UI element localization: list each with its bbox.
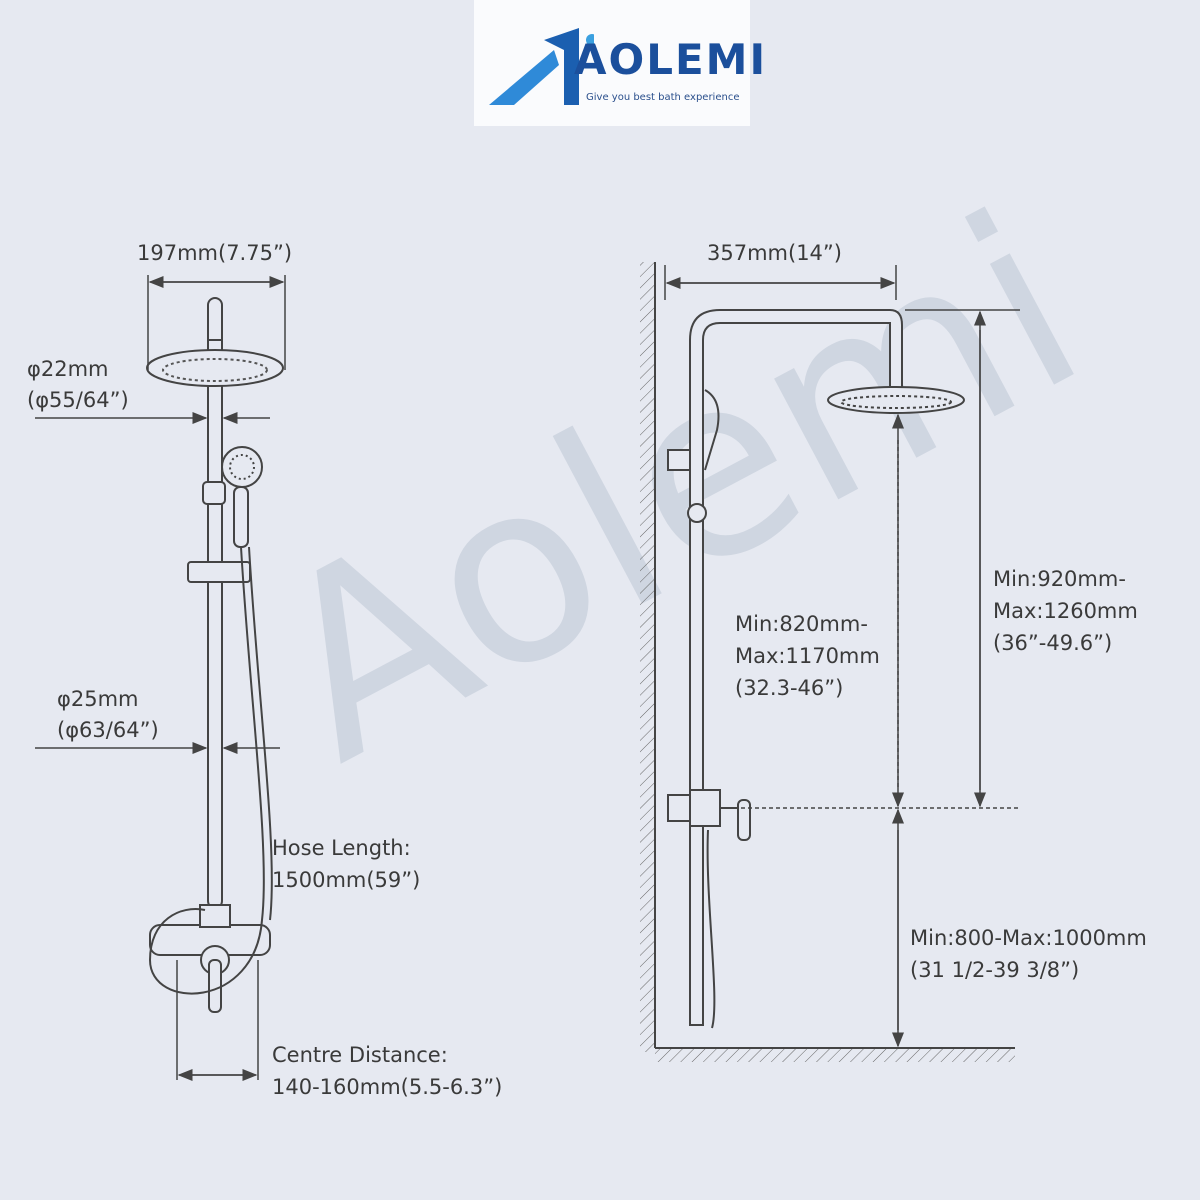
head-height-max: Max:1260mm bbox=[993, 599, 1138, 623]
centre-distance-value: 140-160mm(5.5-6.3”) bbox=[272, 1075, 503, 1099]
front-view-drawing bbox=[146, 297, 284, 1013]
mixer-height-in: (31 1/2-39 3/8”) bbox=[910, 958, 1080, 982]
head-height-in: (36”-49.6”) bbox=[993, 631, 1113, 655]
slide-height-in: (32.3-46”) bbox=[735, 676, 844, 700]
pipe-top-diameter-in: (φ55/64”) bbox=[27, 388, 129, 412]
logo-brand-text: AOLEMI bbox=[574, 35, 768, 84]
pipe-bottom-diameter-mm: φ25mm bbox=[57, 687, 139, 711]
pipe-top-diameter-mm: φ22mm bbox=[27, 357, 109, 381]
slide-height-max: Max:1170mm bbox=[735, 644, 880, 668]
hose-length-value: 1500mm(59”) bbox=[272, 868, 421, 892]
head-height-min: Min:920mm- bbox=[993, 567, 1126, 591]
side-view-drawing bbox=[640, 262, 1015, 1062]
pipe-bottom-diameter-in: (φ63/64”) bbox=[57, 718, 159, 742]
brand-logo: AOLEMI Give you best bath experience bbox=[474, 0, 765, 126]
arm-reach-label: 357mm(14”) bbox=[707, 241, 842, 265]
centre-distance-label: Centre Distance: bbox=[272, 1043, 448, 1067]
slide-height-min: Min:820mm- bbox=[735, 612, 868, 636]
logo-tagline: Give you best bath experience bbox=[586, 92, 740, 103]
head-width-label: 197mm(7.75”) bbox=[137, 241, 293, 265]
mixer-height-mm: Min:800-Max:1000mm bbox=[910, 926, 1147, 950]
logo-a-mark-icon bbox=[489, 28, 594, 105]
hose-length-label: Hose Length: bbox=[272, 836, 411, 860]
side-view-dimensions bbox=[664, 265, 1020, 1048]
front-view-dimensions bbox=[35, 275, 286, 1081]
